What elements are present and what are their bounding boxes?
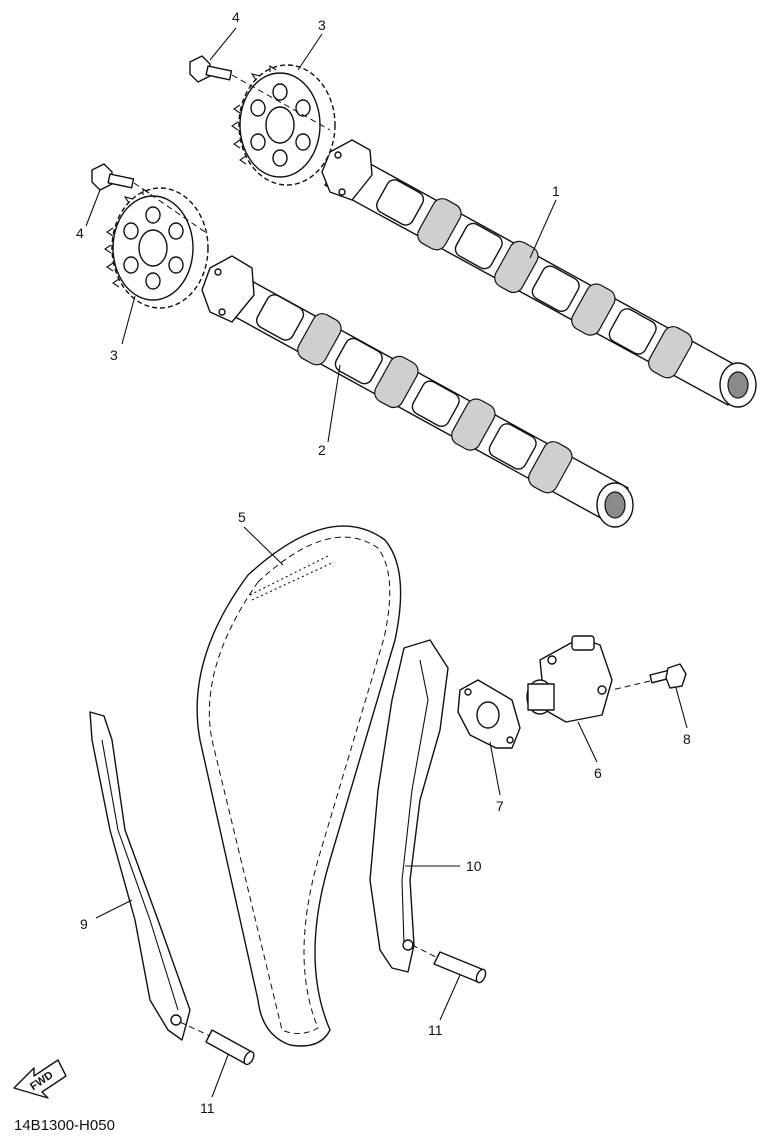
callout-7: 7 [496, 798, 504, 814]
pin-right [411, 944, 487, 984]
cam-chain-tensioner [526, 635, 613, 723]
cam-sprocket-lower [104, 187, 209, 309]
tensioner-gasket [457, 679, 521, 749]
callout-5: 5 [238, 509, 246, 525]
callout-4-lower: 4 [76, 225, 84, 241]
chain-guide [89, 711, 191, 1041]
callout-6: 6 [594, 765, 602, 781]
diagram-code: 14B1300-H050 [14, 1117, 115, 1134]
callout-1: 1 [552, 183, 560, 199]
tensioner-bolt [611, 663, 687, 691]
leader-lines [85, 27, 688, 1098]
pin-left [179, 1021, 255, 1066]
callout-10: 10 [466, 858, 482, 874]
callout-11-right: 11 [428, 1022, 443, 1038]
tensioner-arm [369, 639, 449, 973]
sprocket-bolt-lower [91, 163, 206, 233]
camshaft-lower [201, 255, 634, 528]
timing-chain [196, 525, 402, 1047]
callout-9: 9 [80, 916, 88, 932]
sprocket-bolt-upper [189, 55, 331, 131]
fwd-arrow-icon: FWD [13, 1059, 67, 1099]
callout-8: 8 [683, 731, 691, 747]
cam-sprocket-upper [231, 64, 336, 186]
camshaft-upper [321, 139, 757, 408]
callout-11-left: 11 [200, 1100, 215, 1116]
callout-2: 2 [318, 442, 326, 458]
callout-4-upper: 4 [232, 9, 240, 25]
callout-3-lower: 3 [110, 347, 118, 363]
callout-3-upper: 3 [318, 17, 326, 33]
callout-labels: 1 2 3 3 4 4 5 6 7 8 9 10 11 11 [76, 9, 691, 1116]
